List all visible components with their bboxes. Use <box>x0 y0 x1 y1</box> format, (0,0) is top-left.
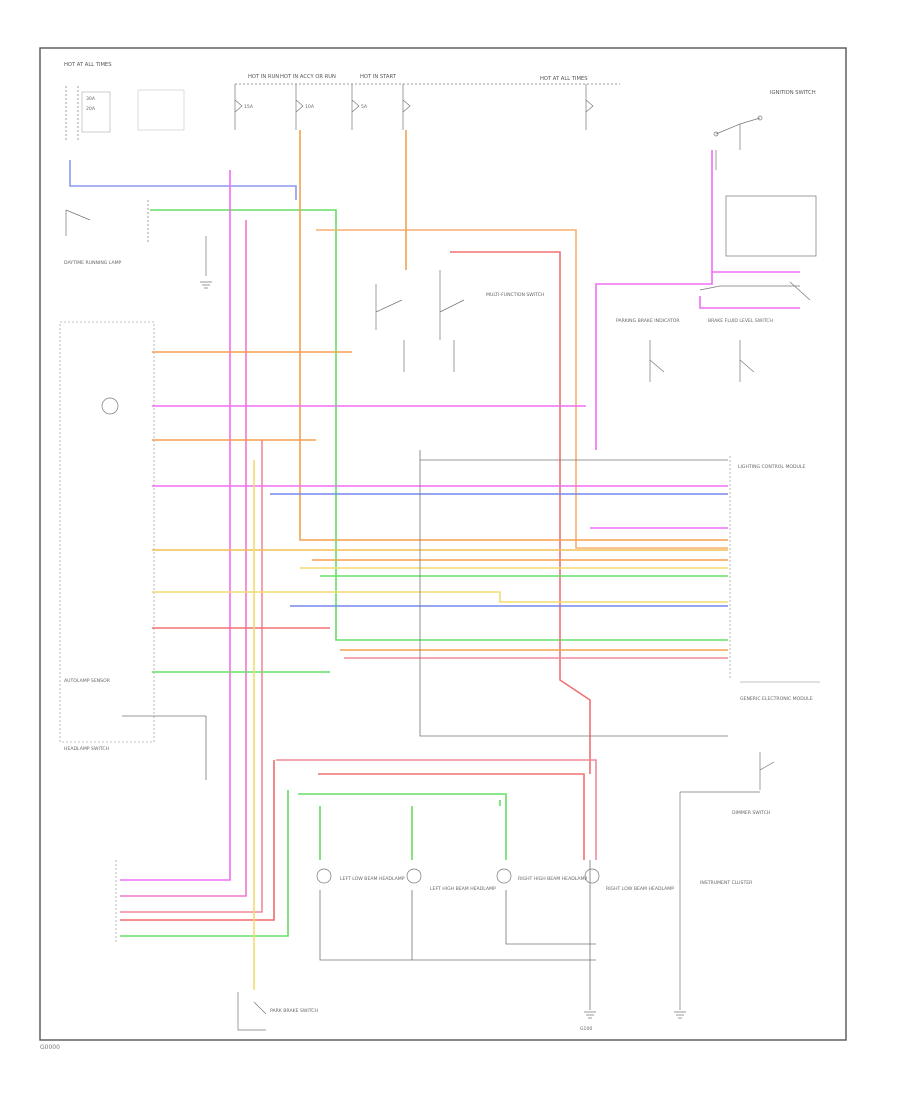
wire-harness <box>69 130 800 990</box>
label-generic-electronic-module: GENERIC ELECTRONIC MODULE <box>740 696 813 702</box>
label-multi-function-switch: MULTI-FUNCTION SWITCH <box>486 292 544 298</box>
label-left-high-beam: LEFT HIGH BEAM HEADLAMP <box>430 886 496 892</box>
headlamps <box>316 868 600 884</box>
generic-electronic-module <box>729 456 820 683</box>
ground-wires <box>122 450 728 1010</box>
label-left-low-beam: LEFT LOW BEAM HEADLAMP <box>340 876 405 882</box>
label-hot-at-all-times: HOT AT ALL TIMES <box>64 62 112 68</box>
ignition-switch <box>713 115 817 257</box>
autolamp-sensor-icon <box>101 397 119 415</box>
label-right-low-beam: RIGHT LOW BEAM HEADLAMP <box>606 886 674 892</box>
label-lighting-control-module: LIGHTING CONTROL MODULE <box>738 464 805 470</box>
label-hot-in-accy-run: HOT IN ACCY OR RUN <box>280 74 336 80</box>
brake-switches <box>649 281 811 382</box>
multi-function-switch <box>375 270 465 372</box>
fuse-row <box>234 83 620 130</box>
label-parking-brake-indicator: PARKING BRAKE INDICATOR <box>616 318 680 324</box>
left-low-beam-bulb-icon <box>316 868 332 884</box>
right-low-beam-bulb-icon <box>584 868 600 884</box>
footer-code: G0000 <box>40 1044 60 1051</box>
fuse-label-15a: 15A <box>244 104 254 110</box>
fuse-label-5a: 5A <box>361 104 368 110</box>
label-park-brake-switch: PARK BRAKE SWITCH <box>270 1008 318 1014</box>
daytime-running-lamp-module <box>65 200 207 276</box>
fuse-label-10a: 10A <box>305 104 315 110</box>
label-right-high-beam: RIGHT HIGH BEAM HEADLAMP <box>518 876 588 882</box>
power-distribution-box: 30A 20A <box>65 86 185 140</box>
ground-symbols <box>200 281 686 1019</box>
label-instrument-cluster: INSTRUMENT CLUSTER <box>700 880 753 886</box>
label-hot-in-start: HOT IN START <box>360 74 397 80</box>
headlamp-switch-block <box>59 321 155 743</box>
label-brake-fluid-level: BRAKE FLUID LEVEL SWITCH <box>708 318 773 324</box>
label-drl: DAYTIME RUNNING LAMP <box>64 260 122 266</box>
label-ground: G100 <box>580 1026 592 1032</box>
fuse-label-20a: 20A <box>86 106 96 112</box>
label-hot-in-run: HOT IN RUN <box>248 74 279 80</box>
label-autolamp-sensor: AUTOLAMP SENSOR <box>64 678 111 684</box>
label-ignition-switch: IGNITION SWITCH <box>770 90 816 96</box>
park-brake-switch <box>237 992 267 1031</box>
dimmer-switch <box>679 752 775 1010</box>
right-high-beam-bulb-icon <box>496 868 512 884</box>
label-dimmer-switch: DIMMER SWITCH <box>732 810 770 816</box>
label-hot-at-all-times-right: HOT AT ALL TIMES <box>540 76 588 82</box>
left-high-beam-bulb-icon <box>406 868 422 884</box>
label-headlamp-switch: HEADLAMP SWITCH <box>64 746 109 752</box>
diagram-border <box>39 47 847 1041</box>
fuse-label-30a: 30A <box>86 96 96 102</box>
